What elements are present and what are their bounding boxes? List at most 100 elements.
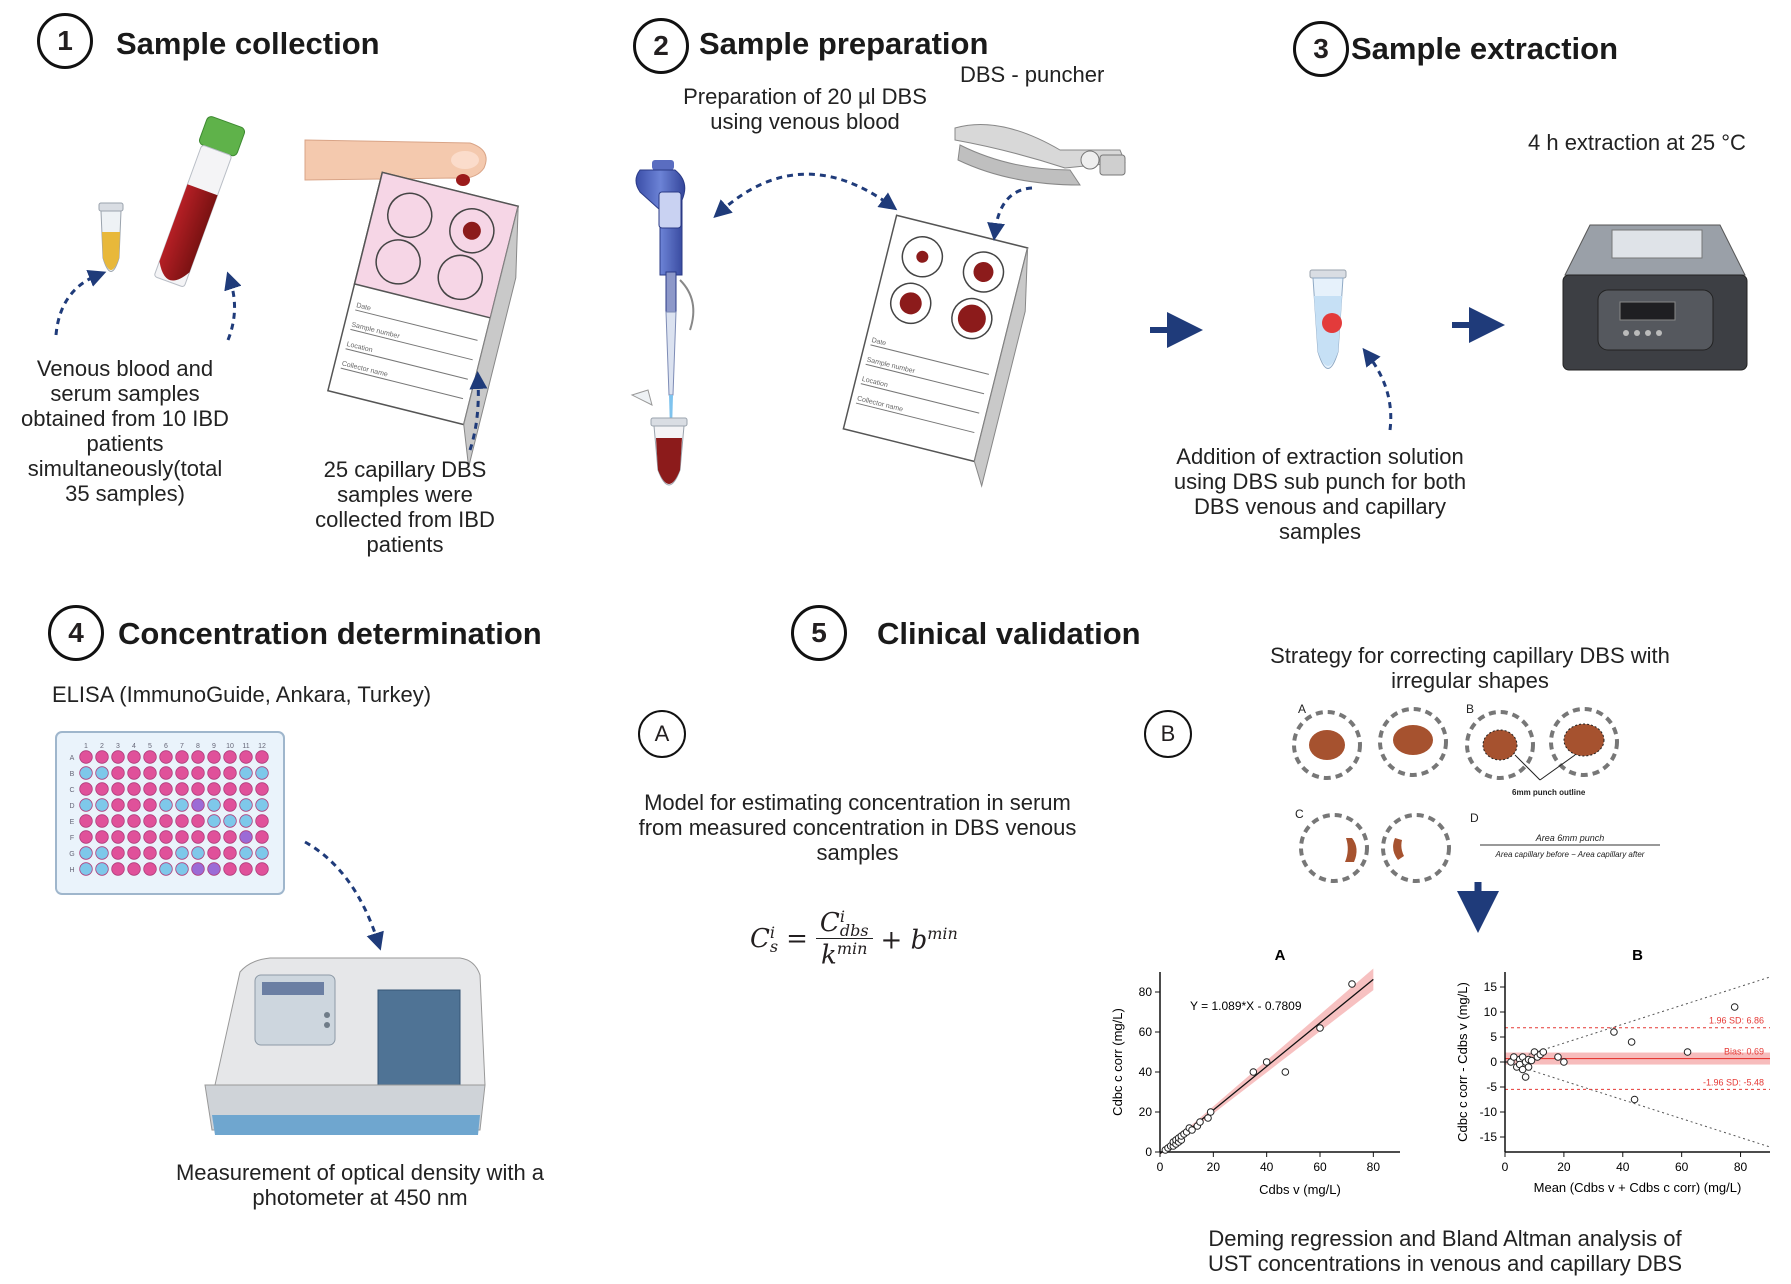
step-3-number: 3	[1293, 21, 1349, 77]
plate-col-label: 2	[100, 743, 104, 750]
step-4-number: 4	[48, 605, 104, 661]
correction-strategy-title: Strategy for correcting capillary DBS wi…	[1270, 643, 1670, 693]
plate-well	[79, 846, 93, 860]
plate-well	[223, 814, 237, 828]
plate-well	[255, 862, 269, 876]
plate-well	[255, 798, 269, 812]
venous-blood-tube-icon	[650, 417, 688, 486]
plate-well	[111, 782, 125, 796]
y-tick-label: 20	[1139, 1105, 1153, 1119]
plate-well	[191, 846, 205, 860]
plate-col-label: 7	[180, 743, 184, 750]
plate-row-label: H	[69, 867, 74, 874]
plate-col-label: 8	[196, 743, 200, 750]
chart-title: B	[1632, 947, 1643, 964]
plate-well	[159, 798, 173, 812]
plate-well	[175, 814, 189, 828]
plate-well	[207, 830, 221, 844]
plate-well	[239, 862, 253, 876]
data-point	[1524, 1063, 1533, 1071]
x-tick-label: 40	[1260, 1160, 1274, 1174]
plate-row-label: G	[69, 851, 74, 858]
plate-well	[127, 862, 141, 876]
plate-well	[223, 782, 237, 796]
plate-well	[223, 846, 237, 860]
x-tick-label: 80	[1367, 1160, 1381, 1174]
y-tick-label: -10	[1480, 1105, 1498, 1119]
plate-well	[239, 766, 253, 780]
dashed-arrow-solution	[1362, 347, 1393, 431]
plate-well	[223, 830, 237, 844]
pipette-icon	[630, 160, 695, 430]
dashed-arrow-blood	[224, 271, 242, 341]
plate-well	[159, 814, 173, 828]
data-point	[1560, 1058, 1568, 1066]
plate-well	[207, 782, 221, 796]
corr-letter-c: C	[1295, 807, 1304, 821]
step-2-number: 2	[633, 18, 689, 74]
plate-well	[111, 814, 125, 828]
elisa-label: ELISA (ImmunoGuide, Ankara, Turkey)	[52, 682, 432, 707]
plate-col-label: 10	[226, 743, 234, 750]
plate-well	[175, 782, 189, 796]
plate-well	[111, 862, 125, 876]
plate-row-label: C	[69, 787, 74, 794]
plate-well	[175, 862, 189, 876]
corr-letter-a: A	[1298, 702, 1306, 716]
card-field-date: Date	[355, 302, 371, 312]
reference-label: -1.96 SD: -5.48	[1703, 1077, 1764, 1087]
y-tick-label: 60	[1139, 1025, 1153, 1039]
upper-guide	[1504, 976, 1771, 1063]
card2-field-date: Date	[871, 337, 887, 347]
serum-tube-icon	[98, 202, 124, 272]
plate-well	[175, 766, 189, 780]
data-point	[1630, 1095, 1639, 1104]
plate-well	[207, 862, 221, 876]
plate-well	[79, 766, 93, 780]
plate-well	[239, 750, 253, 764]
plate-well	[95, 798, 109, 812]
area-denominator: Area capillary before − Area capillary a…	[1495, 850, 1645, 859]
plate-well	[127, 830, 141, 844]
punch-outline-label: 6mm punch outline	[1512, 788, 1586, 797]
plate-well	[143, 750, 157, 764]
plate-well	[159, 846, 173, 860]
dashed-arrow-prep	[713, 172, 898, 219]
plate-well	[143, 766, 157, 780]
x-axis-label: Mean (Cdbs v + Cdbs c corr) (mg/L)	[1534, 1180, 1742, 1195]
plate-well	[127, 750, 141, 764]
plate-well	[127, 814, 141, 828]
reference-label: Bias: 0.69	[1724, 1047, 1764, 1057]
heating-block-icon	[1562, 224, 1748, 371]
plate-well	[175, 798, 189, 812]
data-point	[1610, 1028, 1618, 1036]
plate-well	[239, 814, 253, 828]
charts-caption: Deming regression and Bland Altman analy…	[1207, 1226, 1683, 1276]
plate-row-label: B	[70, 771, 75, 778]
plate-well	[191, 862, 205, 876]
plate-well	[95, 782, 109, 796]
plate-well	[175, 750, 189, 764]
plate-well	[79, 862, 93, 876]
x-tick-label: 40	[1616, 1160, 1630, 1174]
y-tick-label: 0	[1490, 1055, 1497, 1069]
plate-well	[159, 766, 173, 780]
x-tick-label: 0	[1502, 1160, 1509, 1174]
plate-well	[239, 782, 253, 796]
plate-well	[79, 782, 93, 796]
plate-col-label: 12	[258, 743, 266, 750]
plate-well	[191, 798, 205, 812]
plate-col-label: 4	[132, 743, 136, 750]
plate-well	[127, 766, 141, 780]
plate-well	[143, 830, 157, 844]
plate-well	[207, 766, 221, 780]
plate-well	[111, 830, 125, 844]
plate-well	[111, 766, 125, 780]
venous-dbs-card-icon: Date Sample number Location Collector na…	[842, 214, 1029, 488]
data-point	[1527, 1056, 1536, 1065]
